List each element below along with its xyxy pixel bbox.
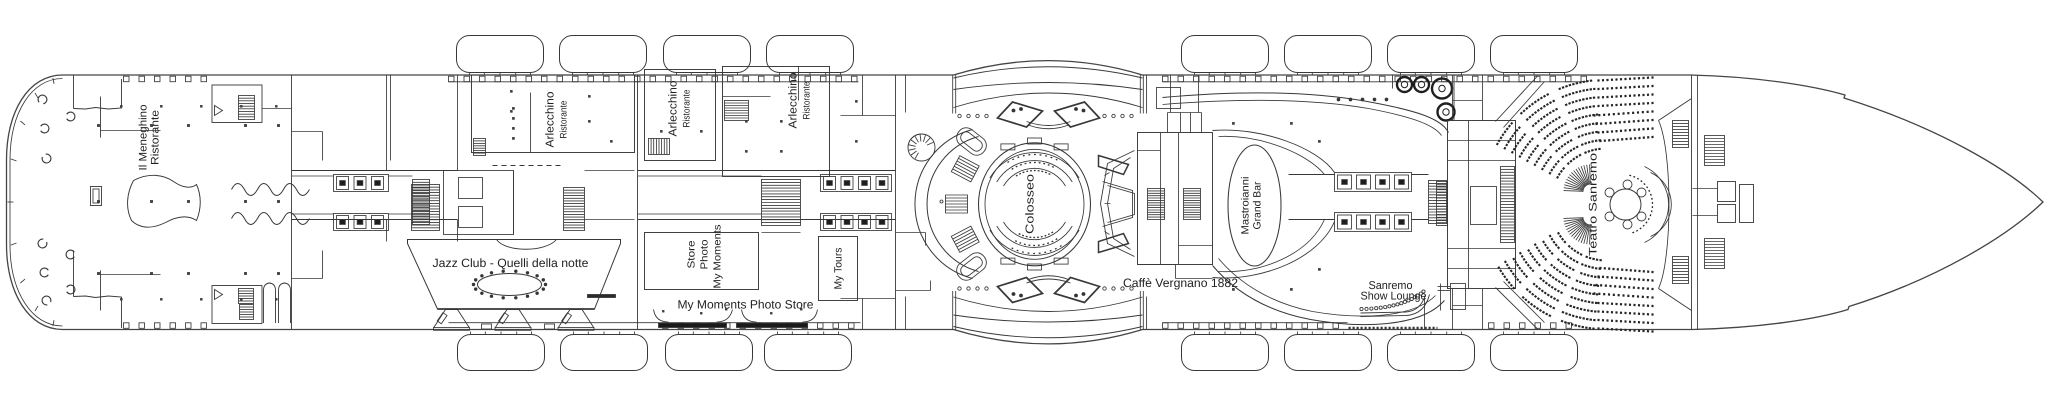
svg-text:My Moments: My Moments	[713, 225, 724, 289]
svg-text:Il Meneghino: Il Meneghino	[138, 105, 150, 171]
svg-text:Mastroianni: Mastroianni	[1240, 177, 1252, 235]
svg-text:Caffè Vergnano 1882: Caffè Vergnano 1882	[1123, 276, 1238, 290]
svg-text:Arlecchino: Arlecchino	[545, 92, 557, 148]
svg-text:Ristorante: Ristorante	[802, 82, 813, 120]
svg-text:My Moments Photo Store: My Moments Photo Store	[678, 298, 814, 312]
svg-text:Colosseo: Colosseo	[1025, 174, 1037, 234]
svg-text:Ristorante: Ristorante	[682, 90, 693, 128]
svg-text:Ristorante: Ristorante	[559, 101, 570, 139]
svg-text:Grand Bar: Grand Bar	[1252, 181, 1264, 229]
svg-text:Arlecchino: Arlecchino	[668, 81, 680, 137]
svg-text:Jazz Club - Quelli della notte: Jazz Club - Quelli della notte	[433, 256, 589, 270]
svg-text:Store: Store	[687, 240, 698, 268]
svg-text:Sanremo: Sanremo	[1369, 280, 1413, 292]
svg-text:My Tours: My Tours	[833, 248, 845, 290]
svg-text:Ristorante: Ristorante	[150, 110, 162, 165]
svg-text:Photo: Photo	[700, 239, 711, 269]
svg-text:Teatro Sanremo: Teatro Sanremo	[1588, 153, 1600, 256]
svg-text:Arlecchino: Arlecchino	[788, 73, 800, 129]
